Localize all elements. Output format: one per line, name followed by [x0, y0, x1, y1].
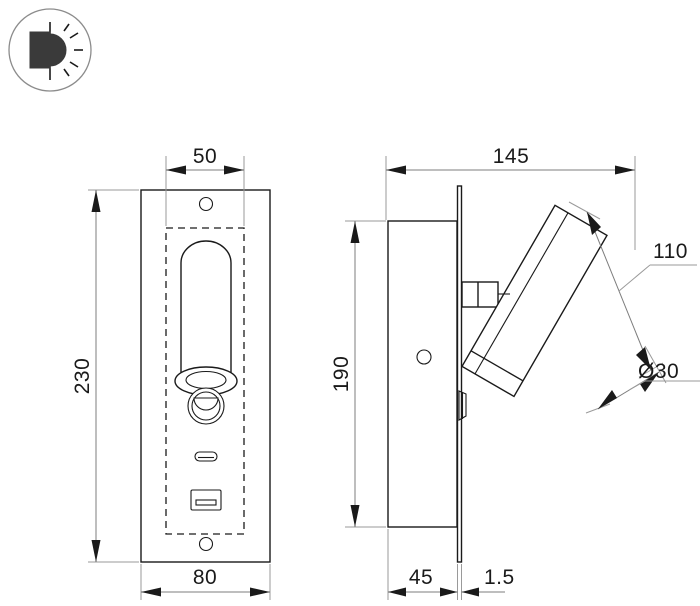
dimension-diameter-30: Ø30: [585, 345, 700, 414]
dimension-label-50: 50: [193, 145, 217, 168]
head-front-ring: [470, 350, 524, 382]
wall-light-symbol-icon: [8, 8, 92, 92]
side-face-plate: [456, 185, 463, 563]
rocker-switch-tab[interactable]: [193, 397, 219, 411]
dimension-label-45: 45: [409, 566, 433, 589]
dimension-height-230: 230: [71, 189, 139, 563]
dimension-label-80: 80: [193, 566, 217, 589]
lamp-barrel: [180, 240, 232, 381]
dimension-label-190: 190: [330, 356, 353, 393]
hidden-recess-outline: [165, 227, 245, 535]
usb-a-port-slot: [195, 499, 217, 506]
dimension-depth-145: 145: [385, 145, 636, 250]
mounting-screw-hole-bottom: [198, 536, 214, 552]
dimension-label-diameter-30: Ø30: [638, 360, 679, 383]
side-view: [387, 185, 608, 563]
side-body-box: [387, 220, 458, 528]
side-screw-hole: [416, 349, 432, 365]
dimension-label-110: 110: [653, 240, 688, 263]
dimension-height-190: 190: [330, 220, 386, 528]
front-view: [140, 189, 271, 563]
knuckle-joint: [461, 281, 499, 308]
head-highlight-line: [474, 212, 569, 375]
dimension-label-145: 145: [493, 145, 530, 168]
dimension-label-230: 230: [71, 358, 94, 395]
usb-a-port[interactable]: [190, 489, 222, 511]
dimension-label-1-5: 1.5: [484, 566, 515, 589]
usb-c-port[interactable]: [194, 451, 218, 462]
tilting-cylinder-head[interactable]: [461, 204, 608, 398]
head-barrel[interactable]: [461, 204, 608, 398]
dimension-plate-thickness-1-5: 1.5: [461, 564, 515, 600]
front-plate-outline: [140, 189, 271, 563]
dimension-depth-45: 45: [387, 529, 458, 600]
dimension-width-80: 80: [140, 564, 271, 600]
mounting-screw-hole-top: [198, 196, 214, 212]
dimension-width-50: 50: [165, 145, 245, 226]
rocker-switch-inner[interactable]: [191, 391, 221, 421]
side-clip-detail: [458, 390, 467, 421]
dimension-length-110: 110: [568, 201, 697, 378]
